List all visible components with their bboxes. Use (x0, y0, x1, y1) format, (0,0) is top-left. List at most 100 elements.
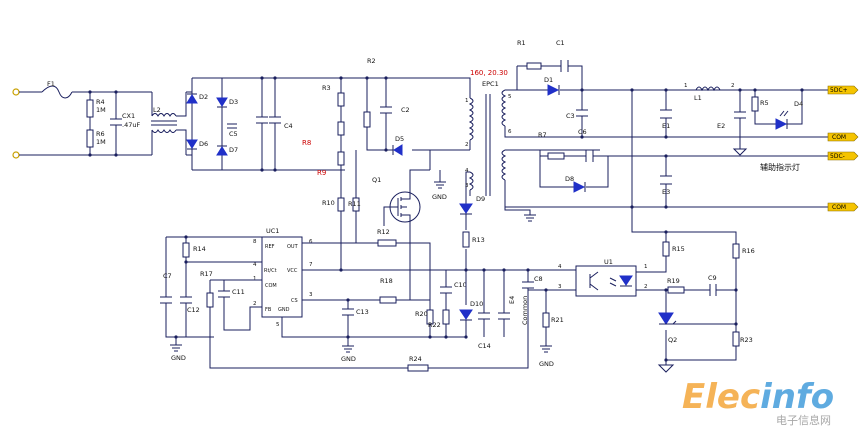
value-epc1: 160, 20.30 (470, 69, 508, 77)
resistor-r12 (377, 239, 397, 247)
uc1-pin-ref: REF (265, 244, 275, 250)
connector-com-2[interactable]: COM (827, 202, 859, 212)
label-e1: E1 (662, 122, 670, 130)
connector-5dc-minus[interactable]: 5DC- (827, 151, 859, 161)
label-c10: C10 (454, 281, 467, 289)
uc1-pinnum-1: 1 (253, 276, 257, 282)
label-epc1: EPC1 (482, 80, 499, 88)
resistor-r22 (426, 309, 434, 325)
label-gnd-1: GND (432, 193, 447, 201)
resistor-r14 (182, 242, 190, 258)
label-c14: C14 (478, 342, 491, 350)
pin-t3: 3 (465, 183, 469, 189)
capacitor-c11 (218, 290, 230, 298)
resistor-r6 (86, 129, 94, 148)
label-r23: R23 (740, 336, 753, 344)
uc1-pin-com: COM (265, 283, 277, 289)
label-r1: R1 (517, 39, 526, 47)
label-d9: D9 (476, 195, 485, 203)
watermark-main: Elecinfo (682, 377, 834, 417)
label-d4: D4 (794, 100, 803, 108)
pin-t5: 5 (508, 94, 512, 100)
electrolytic-e1 (660, 109, 672, 119)
capacitor-c5 (227, 123, 237, 129)
label-d3: D3 (229, 98, 238, 106)
label-c12: C12 (187, 306, 200, 314)
gnd-symbol-1 (434, 181, 446, 189)
resistor-r24 (407, 364, 429, 372)
label-r13: R13 (472, 236, 485, 244)
capacitor-c6 (585, 150, 594, 162)
label-e2: E2 (717, 122, 725, 130)
label-gnd-4: GND (539, 360, 554, 368)
output-connectors[interactable]: 5DC+ COM 5DC- COM (827, 85, 859, 212)
capacitor-bulk-a (256, 116, 268, 124)
label-r9: R9 (317, 169, 326, 177)
mosfet-q1 (383, 169, 430, 240)
capacitor-cx1 (110, 118, 122, 126)
label-q1: Q1 (372, 176, 381, 184)
watermark-part-1: Elec (682, 377, 760, 417)
uc1-pinnum-7: 7 (309, 262, 313, 268)
label-c2: C2 (401, 106, 410, 114)
capacitor-c2 (380, 106, 392, 114)
value-r6: 1M (96, 138, 106, 146)
capacitor-c14 (478, 312, 490, 320)
connector-label-com-2: COM (832, 204, 846, 211)
connector-com-1[interactable]: COM (827, 132, 859, 142)
transformer-epc1: 160, 20.30 EPC1 1 2 3 4 5 6 (465, 69, 600, 222)
label-c6: C6 (578, 128, 587, 136)
uc1-pinnum-6: 6 (309, 239, 313, 245)
uc1-pinnum-5: 5 (276, 322, 280, 328)
ac-input-section: F1 R4 1M R6 1M CX1 .47uF L2 (12, 80, 187, 159)
pin-t1: 1 (465, 98, 469, 104)
uc1-pin-rtct: Rt/Ct (264, 268, 277, 274)
uc1-pin-vcc: VCC (287, 268, 298, 274)
capacitor-c8 (522, 281, 534, 289)
diode-d8 (573, 181, 586, 193)
label-u1: U1 (604, 258, 613, 266)
label-c9: C9 (708, 274, 717, 282)
primary-side: R3 R8 R9 R10 R2 C2 D5 R11 Q1 GND (302, 57, 471, 270)
u1-pin-1: 1 (644, 264, 648, 270)
label-c8: C8 (534, 275, 543, 283)
resistor-r4 (86, 99, 94, 118)
watermark-part-2: info (760, 377, 834, 417)
diode-d5 (393, 144, 403, 156)
resistor-r10 (337, 197, 345, 212)
u1-pin-2: 2 (644, 284, 648, 290)
diode-d10 (459, 309, 473, 320)
resistor-r9 (337, 151, 345, 166)
label-r6: R6 (96, 130, 105, 138)
diode-d9 (459, 203, 473, 214)
uc1-pin-fb: FB (265, 307, 272, 313)
label-e4: E4 (508, 296, 516, 304)
resistor-r11 (352, 197, 360, 212)
resistor-r15 (662, 241, 670, 257)
resistor-r7 (547, 152, 565, 160)
label-c3: C3 (566, 112, 575, 120)
label-l2: L2 (153, 106, 161, 114)
fuse-f1 (41, 85, 73, 99)
resistor-r18 (379, 296, 397, 304)
diode-d6 (186, 139, 198, 149)
label-d10: D10 (470, 300, 483, 308)
label-gnd-3: GND (341, 355, 356, 363)
label-d2: D2 (199, 93, 208, 101)
label-uc1: UC1 (266, 227, 279, 235)
resistor-r13 (462, 231, 470, 248)
label-d6: D6 (199, 140, 208, 148)
label-cx1: CX1 (122, 112, 135, 120)
label-r16: R16 (742, 247, 755, 255)
uc1-pinnum-3: 3 (309, 292, 313, 298)
label-f1: F1 (47, 80, 55, 88)
inductor-l1 (695, 86, 721, 92)
connector-label-5dc-minus: 5DC- (830, 153, 845, 160)
value-r4: 1M (96, 106, 106, 114)
connector-5dc-plus[interactable]: 5DC+ (827, 85, 859, 95)
capacitor-c3 (576, 109, 588, 117)
value-cx1: .47uF (122, 121, 140, 129)
label-r21: R21 (551, 316, 564, 324)
watermark-logo: Elecinfo 电子信息网 (682, 377, 834, 427)
pin-l1-1: 1 (684, 83, 688, 89)
